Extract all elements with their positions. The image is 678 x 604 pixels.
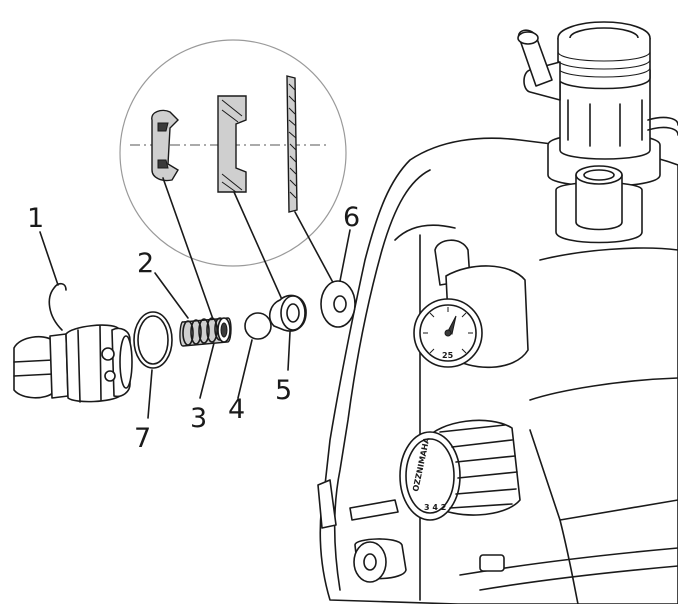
gauge-digits: 25 xyxy=(442,351,454,360)
pressure-gauge: 25 xyxy=(413,239,529,369)
bottom-connector xyxy=(353,538,407,583)
part-label-5: 5 xyxy=(275,375,292,406)
part-number-labels: 1 2 3 4 5 6 7 xyxy=(27,202,360,454)
control-knob: OZZNIMAHA 3 4 2 xyxy=(399,419,521,521)
detail-magnifier xyxy=(119,39,347,267)
detail-bushing-section xyxy=(217,95,247,193)
part-label-7: 7 xyxy=(134,423,151,454)
part-5-bushing xyxy=(268,294,307,332)
part-7-o-ring xyxy=(133,311,173,369)
part-label-1: 1 xyxy=(27,203,44,234)
detail-washer-section xyxy=(286,75,298,213)
part-label-6: 6 xyxy=(343,202,360,233)
part-4-ball xyxy=(244,312,272,340)
part-label-2: 2 xyxy=(137,248,154,279)
part-label-4: 4 xyxy=(228,394,245,425)
part-1-plug xyxy=(13,324,133,403)
small-fitting xyxy=(555,165,643,244)
part-6-washer xyxy=(320,280,356,328)
part-leader-lines xyxy=(39,229,351,419)
knob-ribs xyxy=(439,424,518,509)
part-label-3: 3 xyxy=(190,403,207,434)
part-1-clip xyxy=(48,282,67,331)
part-3-seal xyxy=(217,317,231,343)
gauge-dial-ticks xyxy=(423,307,473,354)
knob-marks: 3 4 2 xyxy=(424,503,446,512)
top-pipe-fitting xyxy=(517,21,678,188)
